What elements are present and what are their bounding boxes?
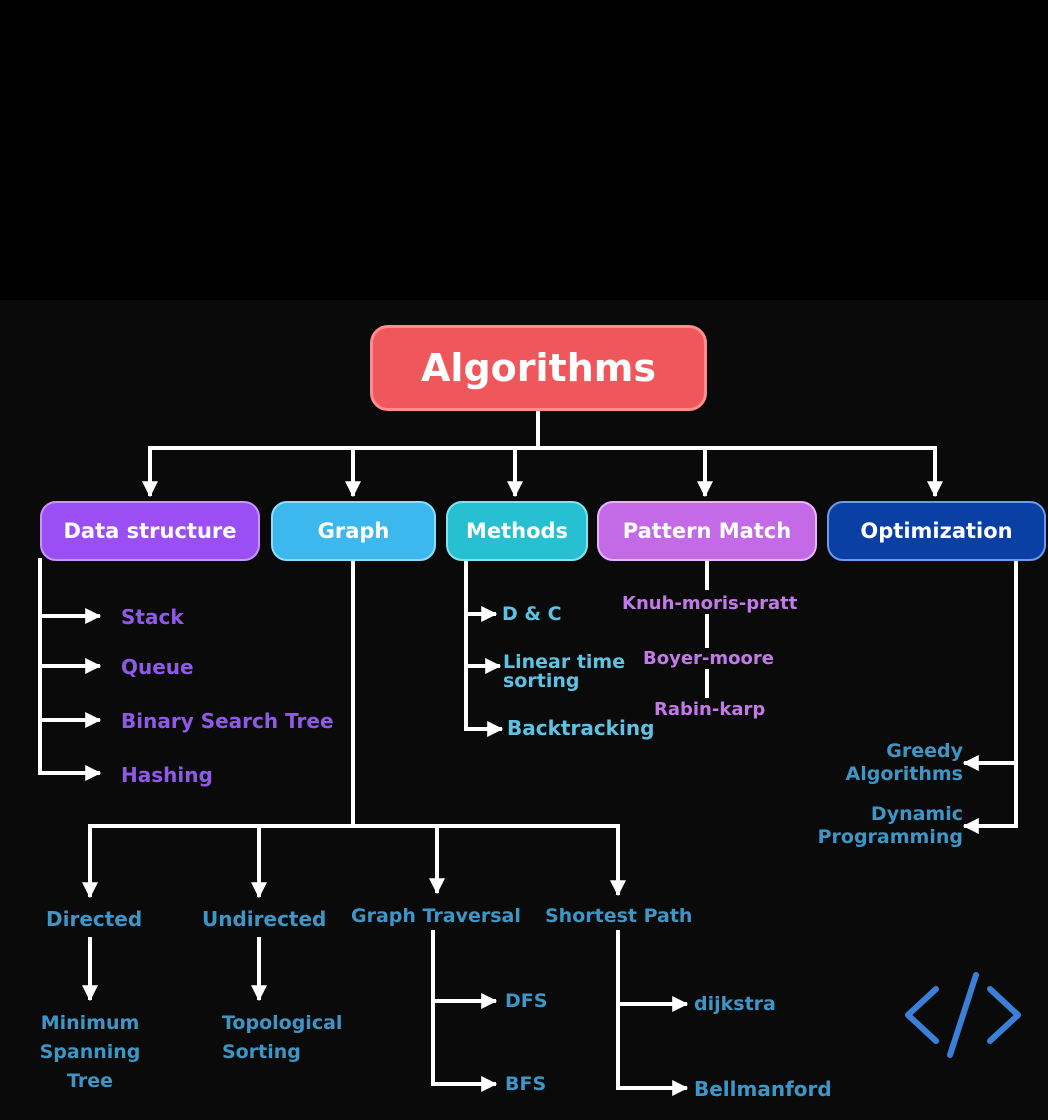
undirected-child-sorting: Sorting <box>222 1041 301 1063</box>
opt-item-programming: Programming <box>817 826 963 848</box>
ds-item-queue: Queue <box>121 655 194 679</box>
graph-branch-graph-traversal: Graph Traversal <box>351 905 521 927</box>
methods-item-backtracking: Backtracking <box>507 716 655 740</box>
category-data-structure: Data structure <box>40 501 260 561</box>
methods-item-sorting: sorting <box>503 670 580 692</box>
code-icon <box>905 972 1021 1058</box>
traversal-child-dfs: DFS <box>505 990 548 1012</box>
directed-child-minimum: Minimum <box>40 1012 140 1034</box>
shortest-child-dijkstra: dijkstra <box>694 993 776 1015</box>
category-methods: Methods <box>446 501 588 561</box>
diagram-panel <box>0 300 1048 1120</box>
opt-item-greedy: Greedy <box>886 740 963 762</box>
undirected-child-topological: Topological <box>222 1012 343 1034</box>
methods-item-linear-time: Linear time <box>503 651 626 673</box>
top-black-band <box>0 0 1048 300</box>
directed-child-tree: Tree <box>66 1070 113 1092</box>
category-graph: Graph <box>271 501 436 561</box>
opt-item-dynamic: Dynamic <box>870 803 963 825</box>
graph-branch-directed: Directed <box>46 907 143 931</box>
ds-item-hashing: Hashing <box>121 763 213 787</box>
shortest-child-bellmanford: Bellmanford <box>694 1077 832 1101</box>
opt-item-algorithms: Algorithms <box>845 763 963 785</box>
ds-item-binary-search-tree: Binary Search Tree <box>121 709 334 733</box>
graph-branch-undirected: Undirected <box>202 907 327 931</box>
pm-item-boyer-moore: Boyer-moore <box>643 648 774 669</box>
directed-child-spanning: Spanning <box>39 1041 141 1063</box>
category-pattern-match: Pattern Match <box>597 501 817 561</box>
methods-item-dc: D & C <box>502 603 562 625</box>
category-optimization: Optimization <box>827 501 1046 561</box>
algorithms-root-box: Algorithms <box>370 325 707 411</box>
pm-item-knuh-moris-pratt: Knuh-moris-pratt <box>622 593 798 614</box>
pm-item-rabin-karp: Rabin-karp <box>654 699 766 720</box>
ds-item-stack: Stack <box>121 605 184 629</box>
traversal-child-bfs: BFS <box>505 1073 547 1095</box>
graph-branch-shortest-path: Shortest Path <box>545 905 693 927</box>
